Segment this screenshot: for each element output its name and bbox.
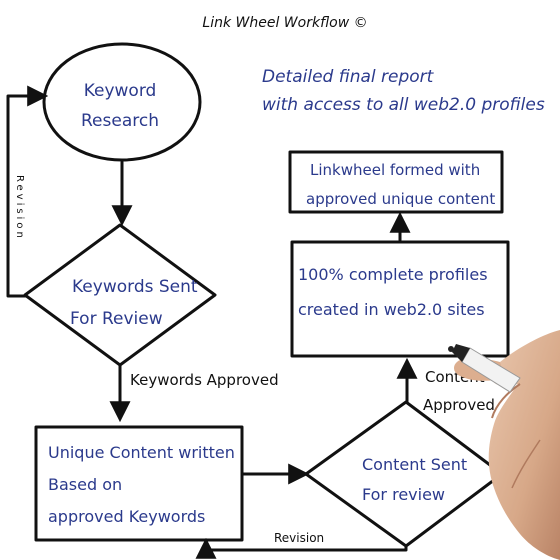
- revision-bottom-label: Revision: [274, 531, 324, 545]
- unique-content-label-line2: Based on: [48, 475, 122, 494]
- complete-profiles-label-line2: created in web2.0 sites: [298, 300, 485, 319]
- revision-loop-left: [8, 96, 44, 296]
- keywords-approved-label: Keywords Approved: [130, 371, 279, 389]
- content-sent-node: [306, 402, 502, 546]
- content-sent-label-line1: Content Sent: [362, 455, 467, 474]
- final-report-note-line2: with access to all web2.0 profiles: [262, 95, 545, 115]
- unique-content-label-line3: approved Keywords: [48, 507, 205, 526]
- complete-profiles-label-line1: 100% complete profiles: [298, 265, 488, 284]
- keyword-research-label-line2: Research: [81, 111, 159, 131]
- content-sent-label-line2: For review: [362, 485, 445, 504]
- keyword-research-label-line1: Keyword: [84, 81, 157, 101]
- final-report-note-line1: Detailed final report: [262, 67, 435, 87]
- complete-profiles-node: [292, 242, 508, 356]
- revision-left-label: Revision: [14, 175, 25, 241]
- linkwheel-formed-label-line2: approved unique content: [306, 190, 495, 208]
- keyword-research-node: [44, 44, 200, 160]
- keywords-sent-label-line2: For Review: [70, 309, 163, 329]
- unique-content-label-line1: Unique Content written: [48, 443, 235, 462]
- linkwheel-formed-label-line1: Linkwheel formed with: [310, 161, 480, 179]
- content-approved-label-line2: Approved: [423, 396, 495, 414]
- diagram-title: Link Wheel Workflow ©: [202, 15, 367, 31]
- keywords-sent-label-line1: Keywords Sent: [72, 277, 198, 297]
